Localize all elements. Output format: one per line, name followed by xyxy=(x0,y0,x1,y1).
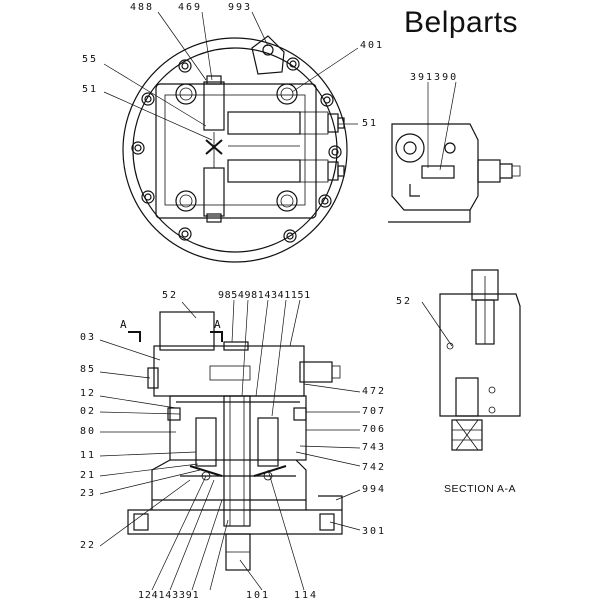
top-view xyxy=(122,35,348,263)
label-114: 114 xyxy=(294,590,318,600)
section-mark-right: A xyxy=(214,318,223,331)
label-51-right: 51 xyxy=(362,118,378,129)
label-472: 472 xyxy=(362,386,386,397)
label-52-section: 52 xyxy=(396,296,412,307)
label-03: 03 xyxy=(80,332,96,343)
label-52-side: 52 xyxy=(162,290,178,301)
label-02: 02 xyxy=(80,406,96,417)
label-401: 401 xyxy=(360,40,384,51)
label-23: 23 xyxy=(80,488,96,499)
label-21: 21 xyxy=(80,470,96,481)
section-title: SECTION A-A xyxy=(444,483,516,495)
label-85: 85 xyxy=(80,364,96,375)
part-labels: 488 469 993 401 55 51 51 391390 52 03 85… xyxy=(80,2,516,600)
label-top-cluster: 98549814341151 xyxy=(218,290,311,301)
leader-lines xyxy=(99,11,457,591)
label-bottom-cluster: 124143391 xyxy=(138,590,199,600)
label-301: 301 xyxy=(362,526,386,537)
label-80: 80 xyxy=(80,426,96,437)
label-742: 742 xyxy=(362,462,386,473)
label-488: 488 xyxy=(130,2,154,13)
label-994: 994 xyxy=(362,484,386,495)
label-12: 12 xyxy=(80,388,96,399)
section-a-a-view xyxy=(439,269,521,451)
right-detail-view xyxy=(388,123,521,223)
label-706: 706 xyxy=(362,424,386,435)
label-707: 707 xyxy=(362,406,386,417)
side-section-view xyxy=(127,311,343,571)
label-11: 11 xyxy=(80,450,96,461)
label-993: 993 xyxy=(228,2,252,13)
label-22: 22 xyxy=(80,540,96,551)
label-469: 469 xyxy=(178,2,202,13)
label-391390: 391390 xyxy=(410,72,458,83)
section-mark-left: A xyxy=(120,318,129,331)
label-55: 55 xyxy=(82,54,98,65)
label-101: 101 xyxy=(246,590,270,600)
brand-title: Belparts xyxy=(404,6,519,39)
label-51-left: 51 xyxy=(82,84,98,95)
label-743: 743 xyxy=(362,442,386,453)
